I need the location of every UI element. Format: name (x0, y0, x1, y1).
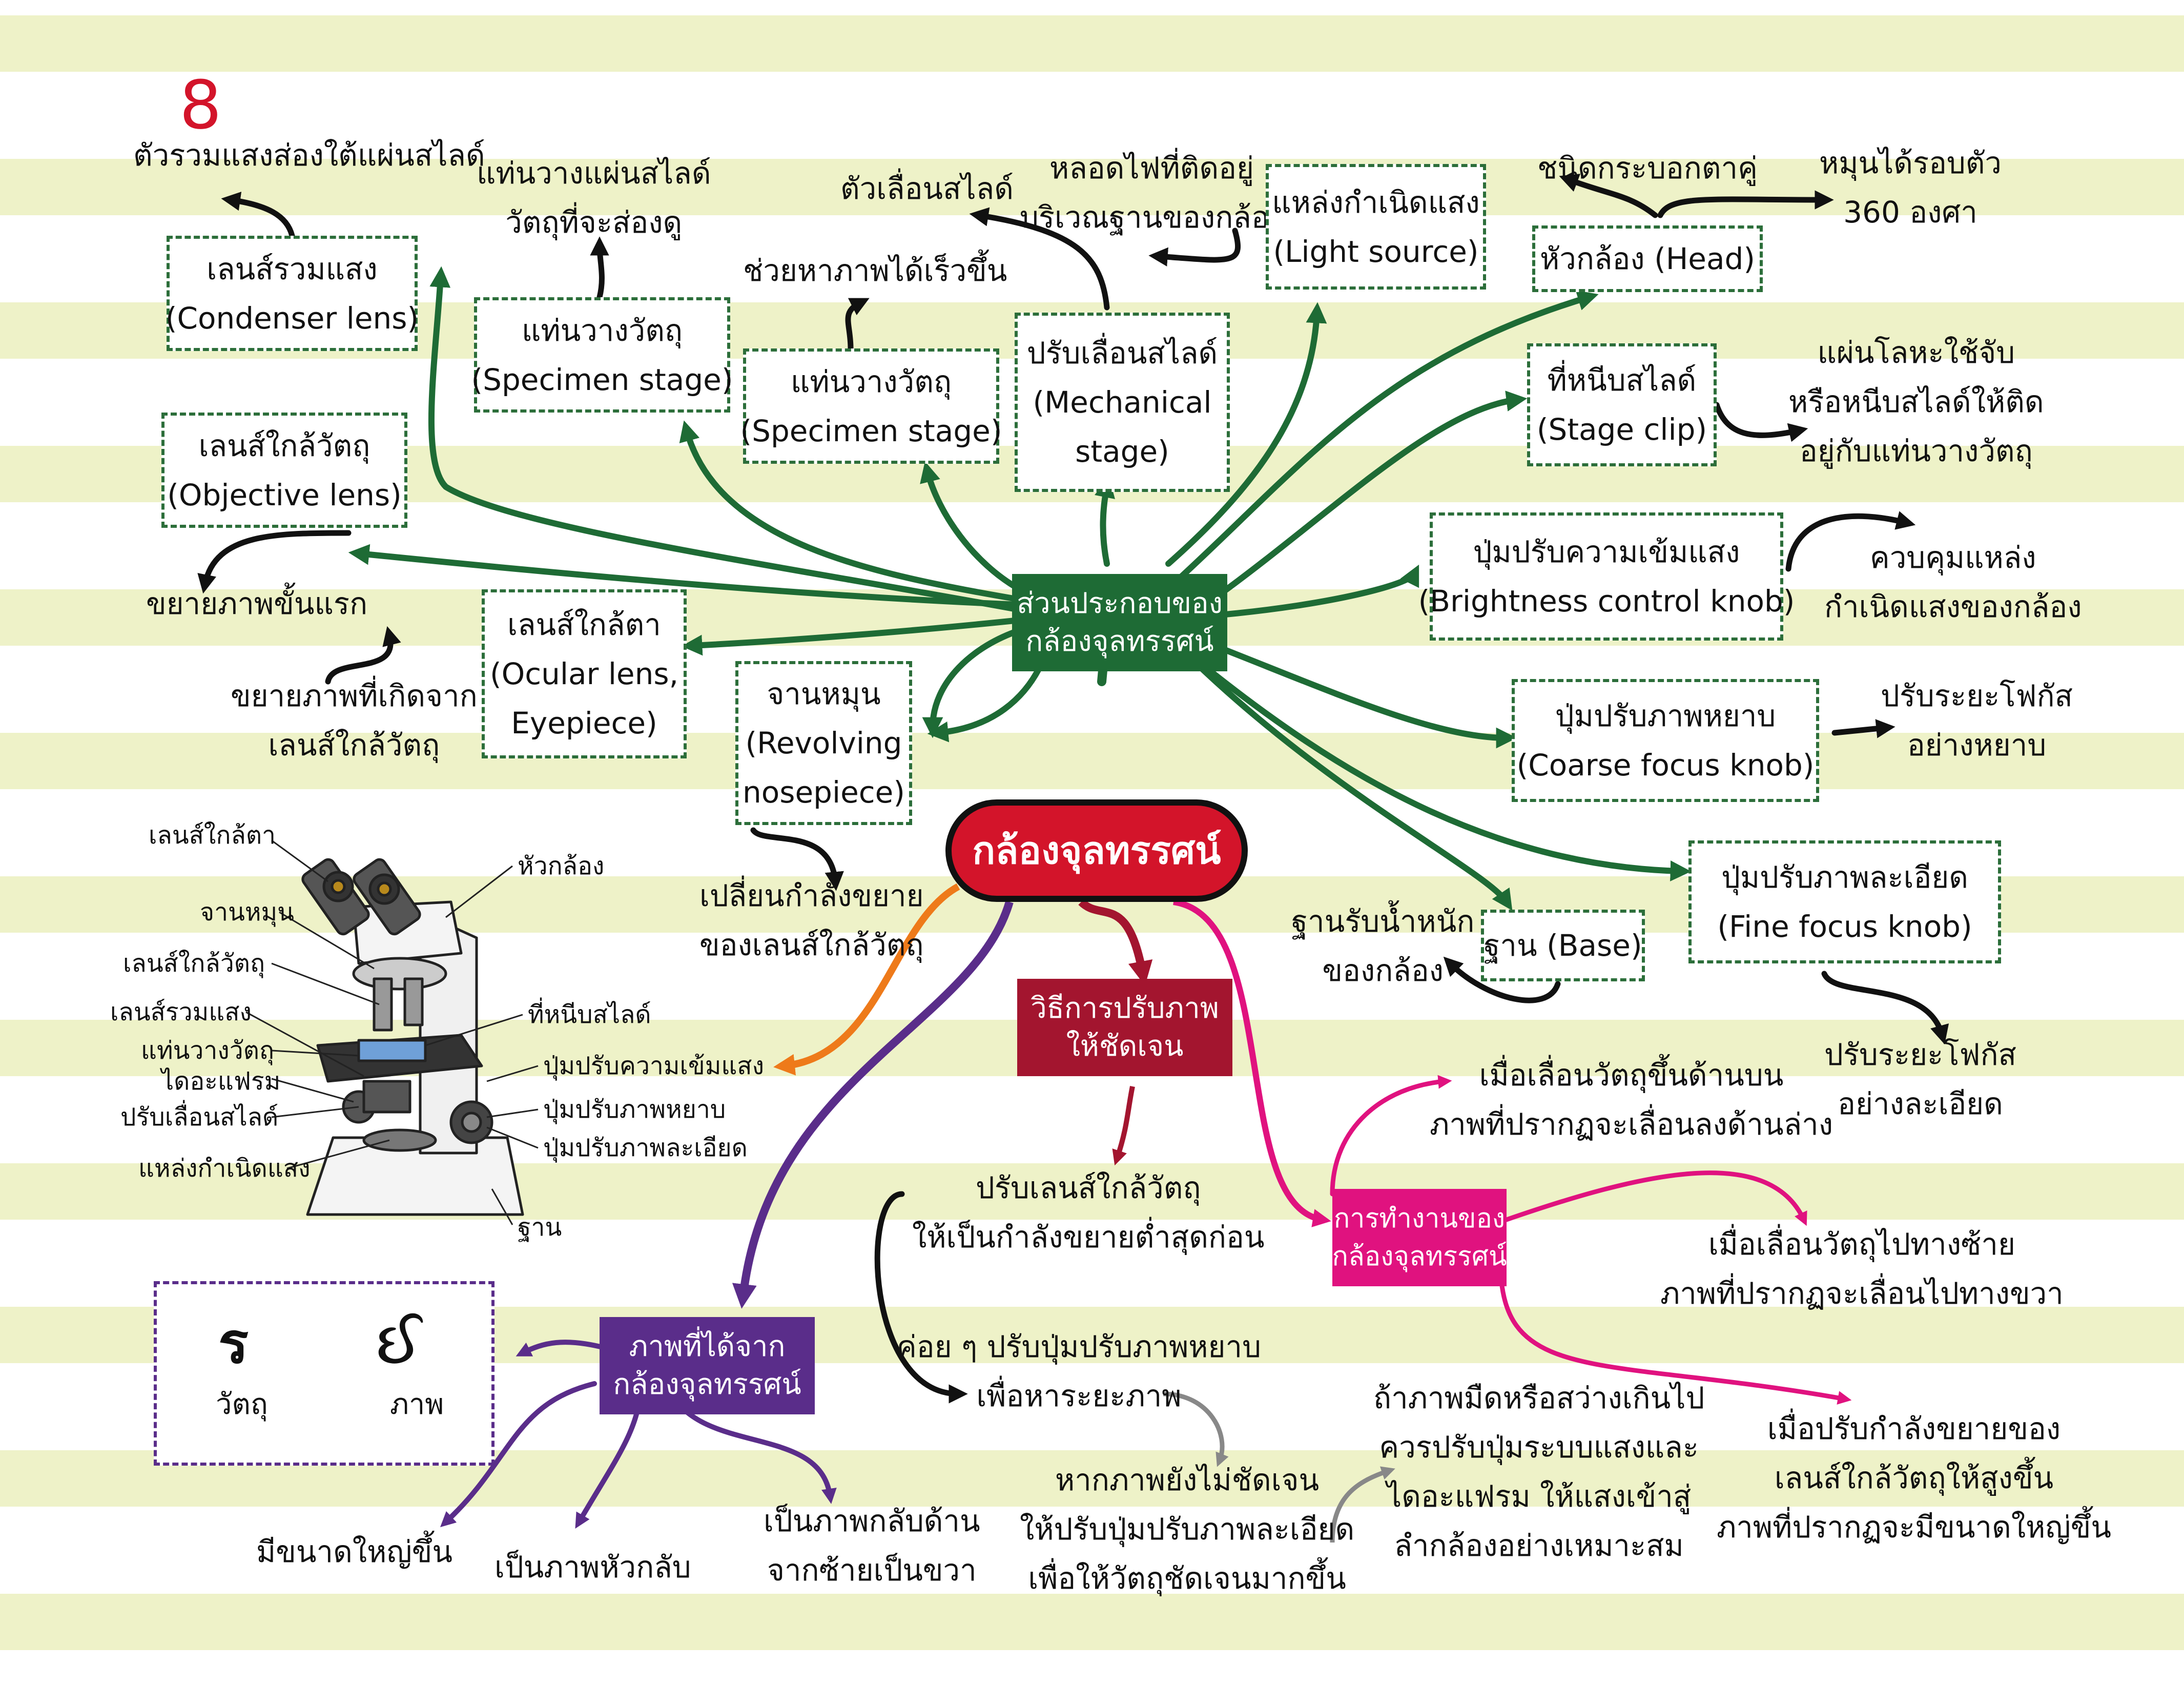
image-hub: ภาพที่ได้จากกล้องจุลทรรศน์ (600, 1317, 815, 1414)
function-3: เมื่อปรับกำลังขยายของเลนส์ใกล้วัตถุให้สู… (1717, 1411, 2112, 1545)
parts-hub: ส่วนประกอบของกล้องจุลทรรศน์ (1012, 574, 1227, 671)
adjust-step-3: หากภาพยังไม่ชัดเจนให้ปรับปุ่มปรับภาพละเอ… (1020, 1463, 1355, 1596)
microscope-label-clip: ที่หนีบสไลด์ (528, 1000, 651, 1029)
adjust-step-4: ถ้าภาพมืดหรือสว่างเกินไปควรปรับปุ่มระบบแ… (1373, 1381, 1705, 1563)
nosepiece-note: เปลี่ยนกำลังขยายของเลนส์ใกล้วัตถุ (699, 878, 924, 962)
image-property-3: เป็นภาพกลับด้านจากซ้ายเป็นขวา (764, 1504, 980, 1588)
microscope-label-mechanical: ปรับเลื่อนสไลด์ (120, 1103, 279, 1132)
object-glyph: ร (218, 1310, 249, 1376)
lamp-note: หลอดไฟที่ติดอยู่บริเวณฐานของกล้อง (1020, 151, 1284, 235)
light-source-box: แหล่งกำเนิดแสง(Light source) (1266, 164, 1486, 290)
microscope-label-nosepiece: จานหมุน (200, 898, 294, 927)
function-1: เมื่อเลื่อนวัตถุขึ้นด้านบนภาพที่ปรากฏจะเ… (1430, 1058, 1833, 1142)
microscope-label-stage: แท่นวางวัตถุ (141, 1036, 274, 1065)
image-property-1: มีขนาดใหญ่ขึ้น (256, 1534, 453, 1569)
first-magnify-note: ขยายภาพขั้นแรก (146, 586, 368, 621)
central-topic: กล้องจุลทรรศน์ (945, 799, 1248, 902)
microscope-label-base: ฐาน (518, 1213, 562, 1242)
microscope-label-head: หัวกล้อง (518, 852, 605, 880)
function-hub: การทำงานของกล้องจุลทรรศน์ (1332, 1189, 1507, 1286)
function-2: เมื่อเลื่อนวัตถุไปทางซ้ายภาพที่ปรากฏจะเล… (1660, 1227, 2064, 1311)
brightness-knob-box: ปุ่มปรับความเข้มแสง(Brightness control k… (1418, 512, 1795, 641)
adjust-step-2: ค่อย ๆ ปรับปุ่มปรับภาพหยาบเพื่อหาระยะภาพ (897, 1329, 1261, 1413)
head-box: หัวกล้อง (Head) (1532, 225, 1763, 292)
microscope-label-brightness: ปุ่มปรับความเข้มแสง (543, 1052, 765, 1080)
condenser-lens-box: เลนส์รวมแสง(Condenser lens) (166, 236, 419, 351)
stripe (0, 15, 2184, 72)
objective-lens-box: เลนส์ใกล้วัตถุ(Objective lens) (161, 413, 407, 528)
stripe (0, 1594, 2184, 1650)
stage-clip-note: แผ่นโลหะใช้จับหรือหนีบสไลด์ให้ติดอยู่กับ… (1788, 335, 2044, 468)
microscope-label-light: แหล่งกำเนิดแสง (138, 1154, 311, 1183)
specimen-stage-box-mid: แท่นวางวัตถุ(Specimen stage) (740, 348, 1002, 464)
object-label: วัตถุ (216, 1388, 268, 1421)
adjust-step-1: ปรับเลนส์ใกล้วัตถุให้เป็นกำลังขยายต่ำสุด… (912, 1170, 1265, 1254)
specimen-stage-box-left: แท่นวางวัตถุ(Specimen stage) (471, 297, 733, 413)
image-glyph: ઈ (377, 1310, 421, 1376)
base-note: ฐานรับน้ำหนักของกล้อง (1291, 904, 1475, 988)
adjust-hub: วิธีการปรับภาพให้ชัดเจน (1017, 979, 1232, 1076)
coarse-note: ปรับระยะโฟกัสอย่างหยาบ (1881, 678, 2073, 763)
brightness-note: ควบคุมแหล่งกำเนิดแสงของกล้อง (1824, 540, 2082, 624)
microscope-label-condenser: เลนส์รวมแสง (110, 998, 252, 1026)
fine-focus-box: ปุ่มปรับภาพละเอียด(Fine focus knob) (1688, 840, 2001, 963)
image-property-2: เป็นภาพหัวกลับ (495, 1550, 691, 1585)
condenser-note: ตัวรวมแสงส่องใต้แผ่นสไลด์ (133, 138, 485, 173)
find-image-note: ช่วยหาภาพได้เร็วขึ้น (743, 253, 1007, 288)
stripe (0, 733, 2184, 789)
microscope-label-ocular: เลนส์ใกล้ตา (149, 821, 276, 850)
image-example-box: ร ઈ วัตถุ ภาพ (154, 1281, 495, 1466)
coarse-focus-box: ปุ่มปรับภาพหยาบ(Coarse focus knob) (1512, 679, 1819, 802)
binocular-note: ชนิดกระบอกตาคู่ (1537, 151, 1758, 186)
specimen-stage-note: แท่นวางแผ่นสไลด์วัตถุที่จะส่องดู (477, 156, 711, 240)
fine-note: ปรับระยะโฟกัสอย่างละเอียด (1824, 1037, 2016, 1121)
slide-mover-note: ตัวเลื่อนสไลด์ (840, 171, 1014, 206)
microscope-label-diaphragm: ไดอะแฟรม (161, 1067, 281, 1096)
microscope-label-objective: เลนส์ใกล้วัตถุ (123, 949, 265, 978)
microscope-label-fine: ปุ่มปรับภาพละเอียด (543, 1134, 748, 1162)
microscope-label-coarse: ปุ่มปรับภาพหยาบ (543, 1095, 726, 1124)
page-number: 8 (179, 66, 222, 144)
image-label: ภาพ (390, 1388, 444, 1421)
ocular-lens-box: เลนส์ใกล้ตา(Ocular lens,Eyepiece) (482, 589, 687, 758)
ocular-note: ขยายภาพที่เกิดจากเลนส์ใกล้วัตถุ (231, 678, 478, 763)
stage-clip-box: ที่หนีบสไลด์(Stage clip) (1527, 343, 1717, 466)
base-box: ฐาน (Base) (1481, 910, 1645, 981)
